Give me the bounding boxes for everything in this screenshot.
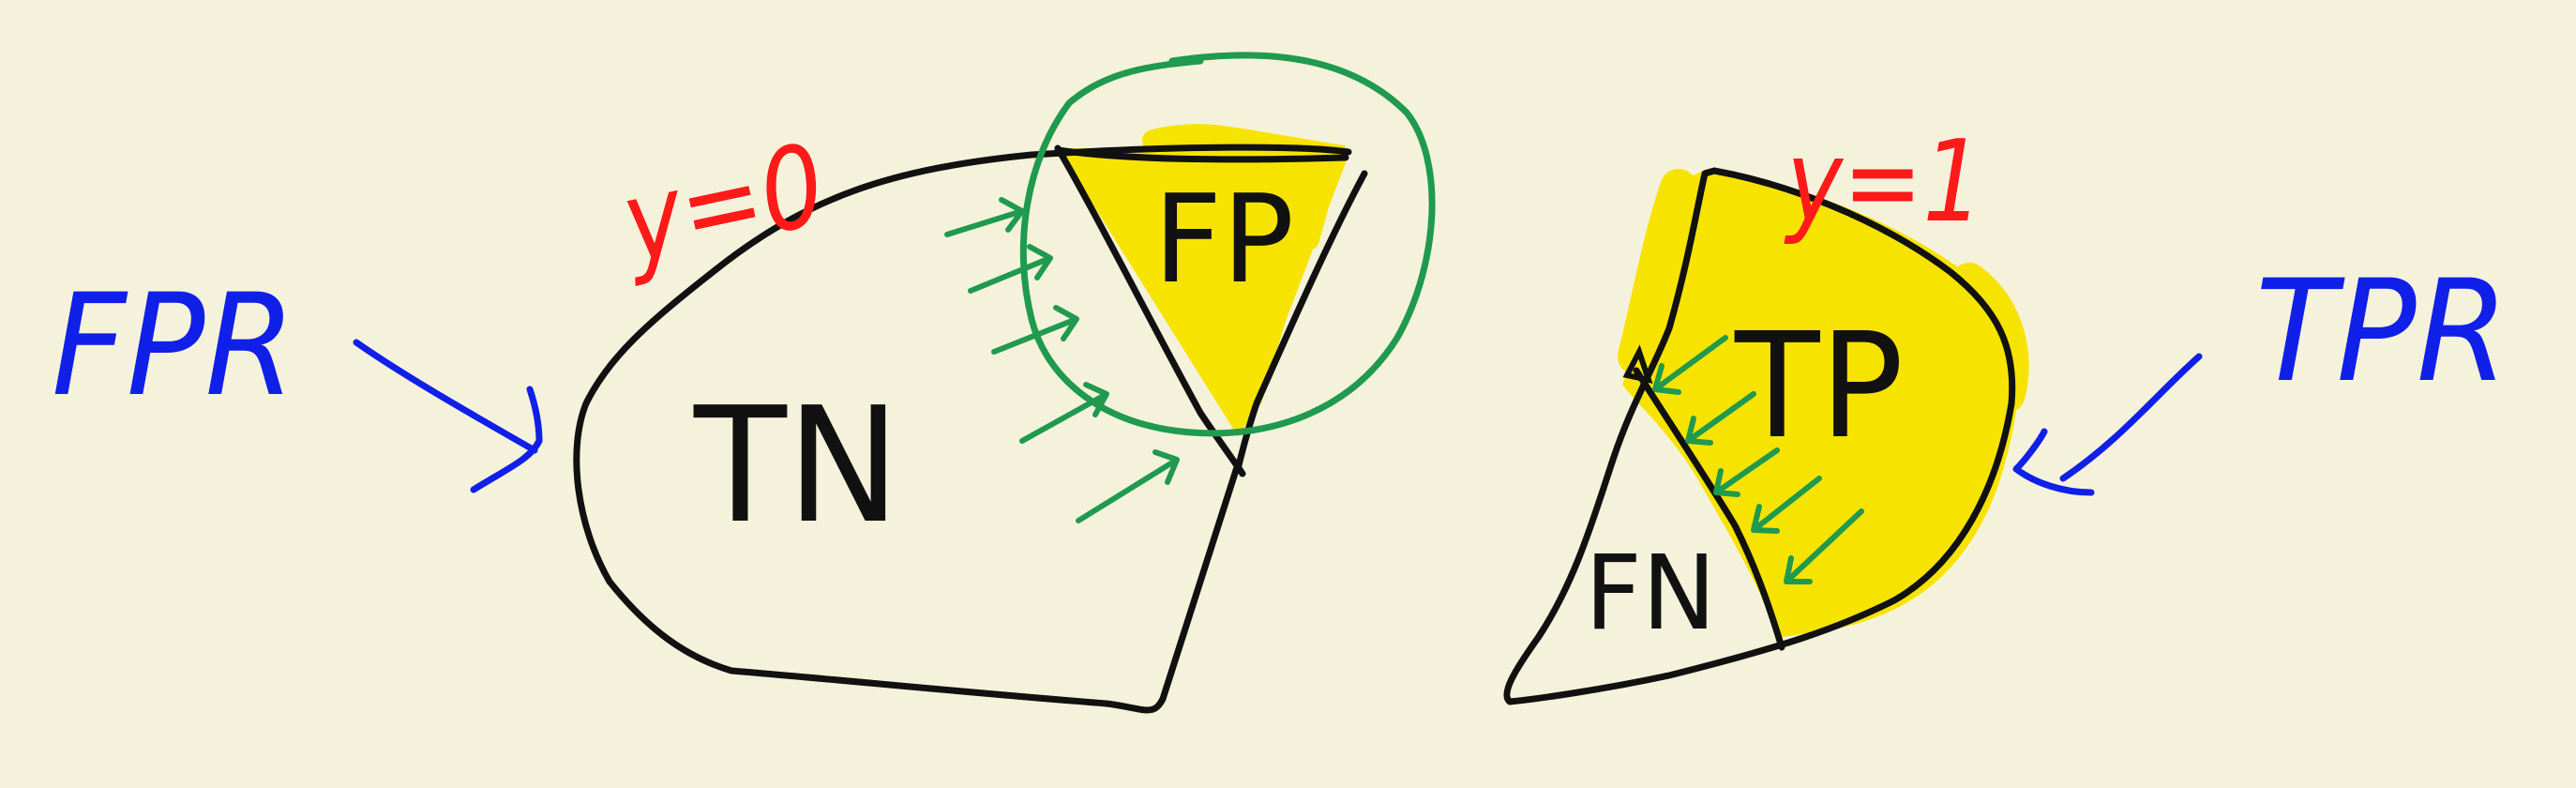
negative-class-group <box>573 52 1436 714</box>
green-arrow-3 <box>991 305 1079 355</box>
y0-label: y=0 <box>610 120 836 290</box>
fp-right-edge <box>1234 170 1368 473</box>
fp-top-edge <box>1054 146 1349 163</box>
fp-label: FP <box>1153 168 1294 311</box>
tp-highlight <box>1622 169 2019 638</box>
fpr-blue-arrow <box>353 339 543 493</box>
fpr-label: FPR <box>52 265 295 428</box>
green-arrow-7 <box>1685 391 1756 446</box>
tpr-label: TPR <box>2255 250 2508 414</box>
fpr-green-arrows <box>944 197 1180 523</box>
green-arrow-4 <box>1019 382 1109 444</box>
tn-fn-boundary-line <box>1633 367 1785 651</box>
fp-green-circle <box>1019 52 1436 437</box>
green-arrow-6 <box>1652 335 1728 395</box>
positive-wedge-outline <box>1503 167 2016 705</box>
split-tick <box>1622 344 1653 385</box>
green-arrow-2 <box>968 244 1053 294</box>
negative-blob-outline <box>573 144 1352 714</box>
fp-boundary-line <box>1054 144 1246 477</box>
fn-label: FN <box>1585 533 1716 653</box>
green-arrow-1 <box>944 197 1025 237</box>
tpr-blue-arrow <box>2012 353 2203 496</box>
tp-label: TP <box>1734 301 1904 471</box>
y1-label: y=1 <box>1784 117 1983 248</box>
green-arrow-8 <box>1713 447 1780 497</box>
green-arrow-5 <box>1076 449 1180 523</box>
green-arrow-9 <box>1751 476 1822 534</box>
fp-highlight-scribble <box>1142 124 1347 250</box>
positive-class-group <box>1503 167 2029 705</box>
green-arrow-10 <box>1784 508 1864 584</box>
tpr-green-arrows <box>1652 335 1864 584</box>
tn-label: TN <box>693 373 900 559</box>
fp-highlight <box>1058 148 1350 436</box>
